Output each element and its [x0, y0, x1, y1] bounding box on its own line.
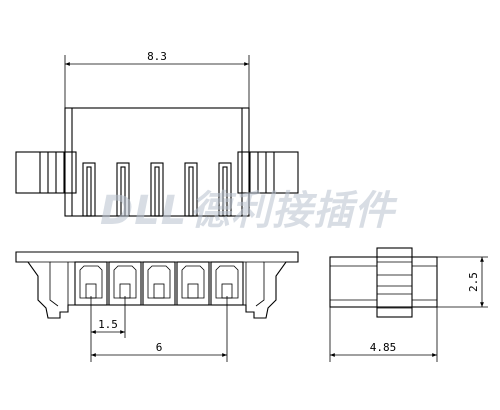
dimension-total-span-label: 6 — [156, 341, 163, 354]
watermark-company: 德利接插件 — [190, 188, 398, 234]
front-cavities — [74, 261, 244, 306]
dimension-pitch: 1.5 — [90, 296, 126, 362]
dimension-top-width: 8.3 — [64, 50, 250, 110]
right-latch-top — [237, 151, 299, 194]
dimension-pitch-label: 1.5 — [98, 318, 118, 331]
front-view: 1.5 6 — [15, 251, 299, 362]
top-view: 8.3 — [15, 50, 299, 217]
dimension-total-span: 6 — [91, 296, 228, 362]
terminal-slots-top — [82, 162, 232, 217]
dimension-side-height: 2.5 — [437, 256, 488, 308]
left-latch-top — [15, 151, 77, 194]
dimension-side-width: 4.85 — [329, 307, 438, 362]
side-view: 2.5 4.85 — [329, 247, 488, 362]
dimension-side-width-label: 4.85 — [370, 341, 397, 354]
dimension-top-width-label: 8.3 — [147, 50, 167, 63]
dimension-side-height-label: 2.5 — [467, 272, 480, 292]
watermark-brand: DLL — [100, 188, 187, 234]
watermark: DLL 德利接插件 — [100, 188, 398, 234]
